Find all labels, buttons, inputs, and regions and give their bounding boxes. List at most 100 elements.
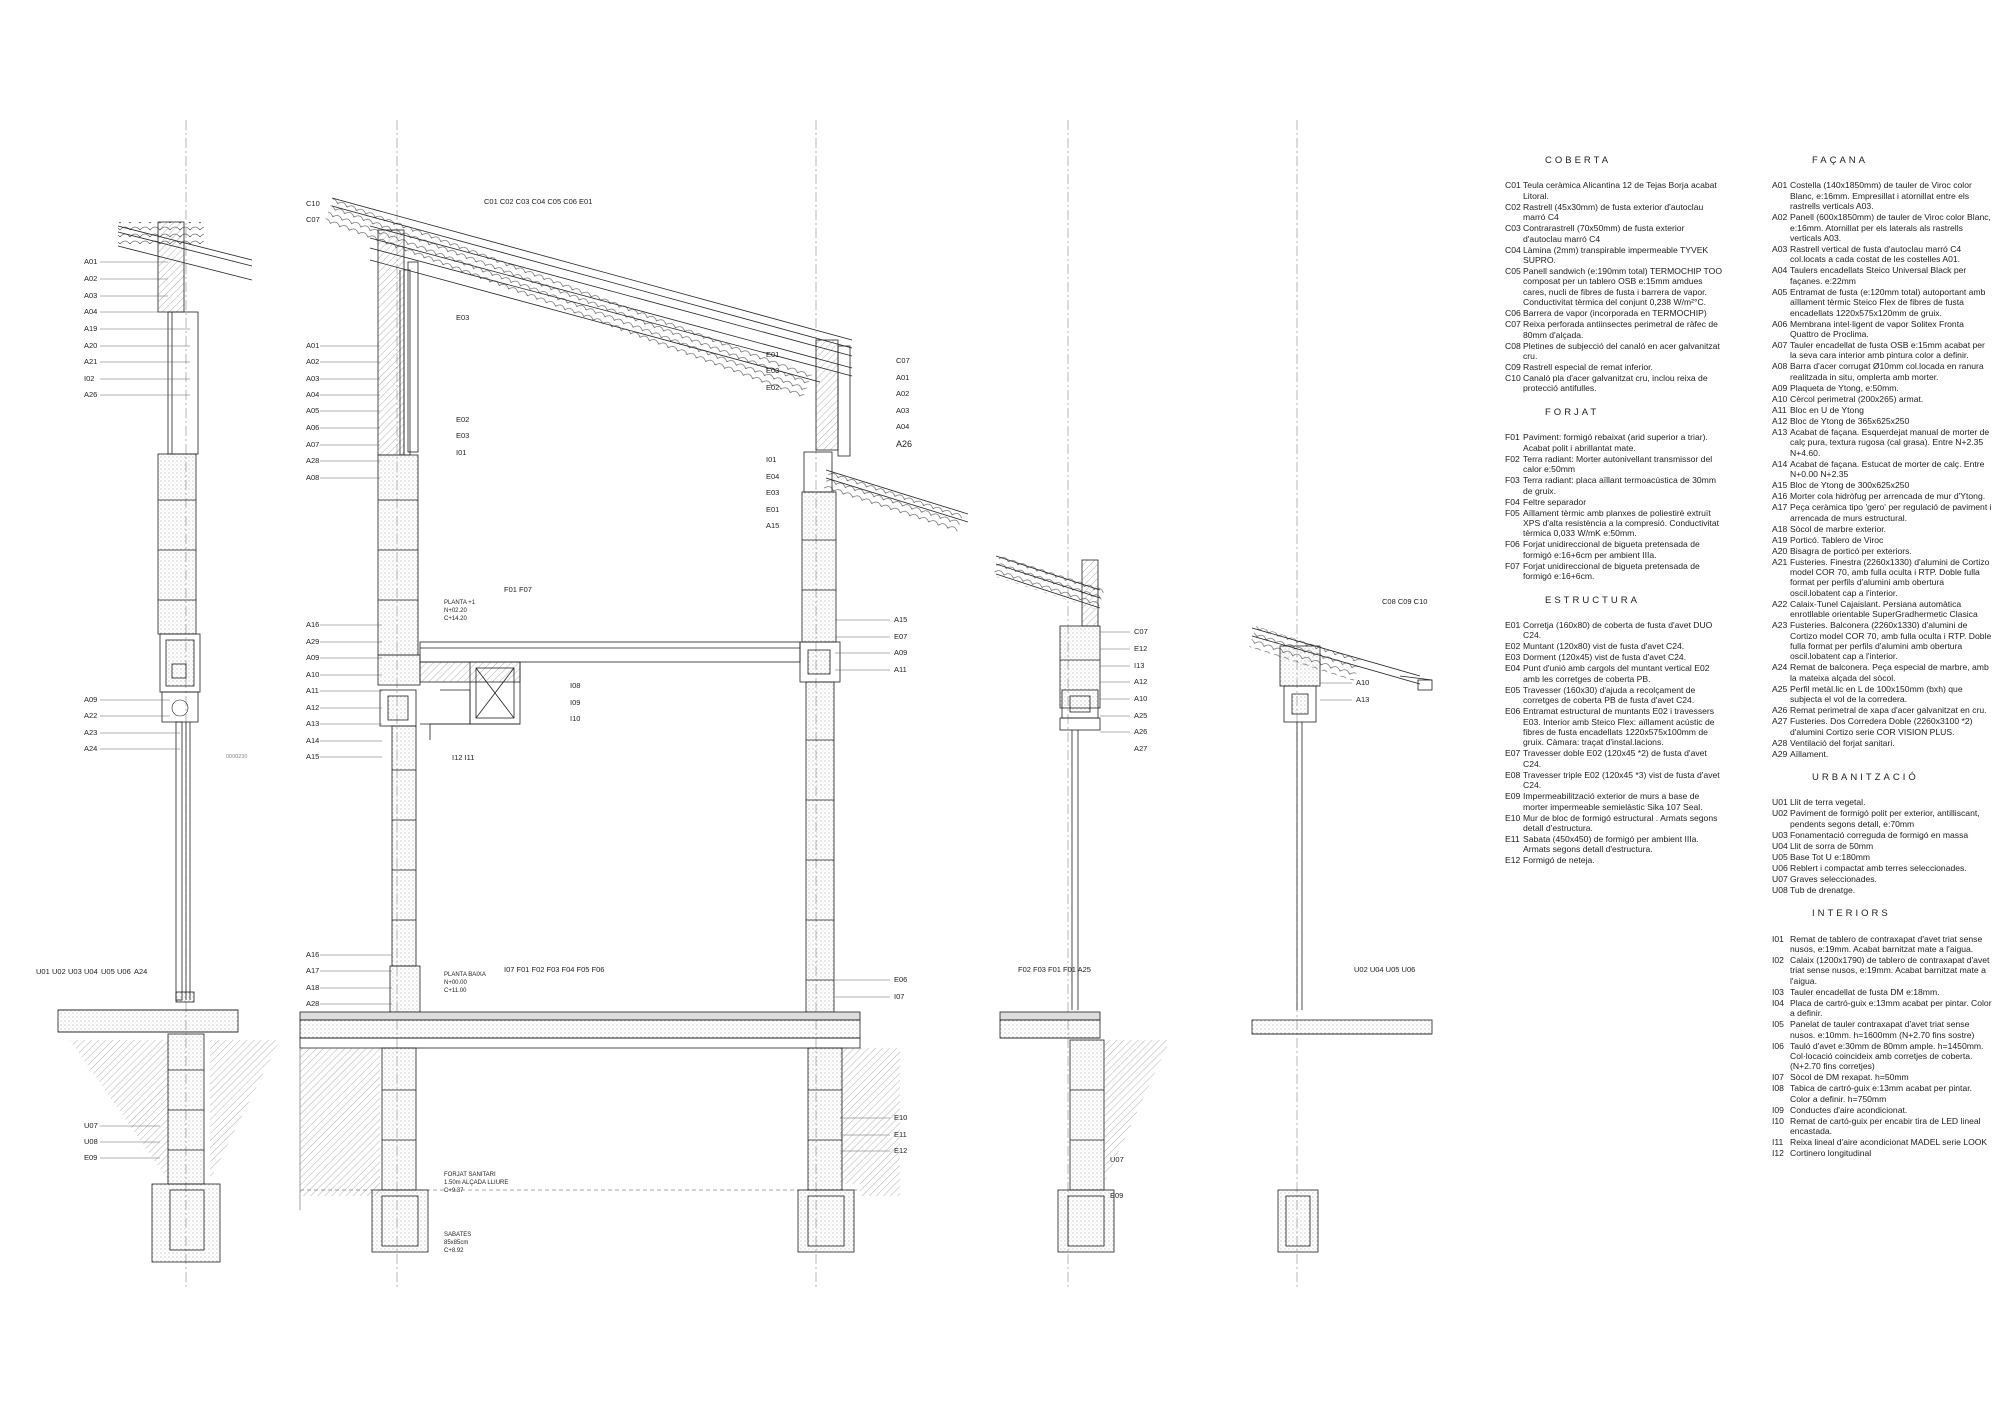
- legend-item-text: Graves seleccionades.: [1790, 873, 1877, 884]
- s2-rtr-3: A03: [896, 406, 909, 415]
- s1-ground-0: U01: [36, 967, 50, 976]
- legend-item-code: A13: [1772, 426, 1788, 437]
- legend-item-code: F04: [1505, 496, 1520, 507]
- legend-item-text: Pletines de subjecció del canaló en acer…: [1523, 340, 1720, 362]
- legend-item-code: C06: [1505, 308, 1521, 319]
- s1-ground-2: U03: [68, 967, 82, 976]
- s1-ground-3: U04: [84, 967, 98, 976]
- legend-item-code: A07: [1772, 340, 1788, 351]
- legend-item-code: C07: [1505, 319, 1521, 330]
- s1-label-4: A19: [84, 324, 97, 333]
- legend-item-code: U05: [1772, 851, 1788, 862]
- legend-item-code: C01: [1505, 180, 1521, 191]
- legend-item-text: Entramat de fusta (e:120mm total) autopo…: [1790, 286, 1986, 318]
- s2-left-lower-1: A29: [306, 637, 319, 646]
- legend-section-title: COBERTA: [1545, 155, 1612, 166]
- s2-roof-run: C01 C02 C03 C04 C05 C06 E01: [484, 197, 592, 206]
- legend-item-code: A14: [1772, 458, 1788, 469]
- legend-item-text: Mur de bloc de formigó estructural . Arm…: [1523, 812, 1718, 833]
- legend-section-title: FAÇANA: [1812, 155, 1869, 166]
- s2-rml-2: E03: [766, 488, 779, 497]
- legend-item-code: C04: [1505, 244, 1521, 255]
- legend-item-text: Peça ceràmica tipo 'gero' per regulació …: [1790, 502, 1992, 523]
- legend-item-text: Entramat estructural de muntants E02 i t…: [1523, 706, 1715, 748]
- s2-roof-top-1: C07: [306, 215, 320, 224]
- legend-item-code: A17: [1772, 502, 1788, 513]
- s2-ll-bottom-2: A18: [306, 983, 319, 992]
- s4-top: C08 C09 C10: [1382, 597, 1427, 606]
- s3-label-2: I13: [1134, 661, 1144, 670]
- legend-item-text: Conductes d'aire acondicionat.: [1790, 1104, 1908, 1115]
- s1-label-3: A04: [84, 307, 97, 316]
- legend-item-code: A15: [1772, 480, 1788, 491]
- legend-item-text: Teula ceràmica Alicantina 12 de Tejas Bo…: [1523, 180, 1717, 201]
- legend-item-text: Panell sandwich (e:190mm total) TERMOCHI…: [1523, 266, 1723, 308]
- s2-plantabaixa-2: C+11.00: [444, 988, 467, 994]
- legend-item-code: E12: [1505, 855, 1521, 866]
- legend-item-text: Contrarastrell (70x50mm) de fusta exteri…: [1523, 223, 1685, 244]
- leader-lines: [100, 261, 1352, 1159]
- s2-interior-2: I10: [570, 714, 580, 723]
- s2-planta1-1: N+02.20: [444, 608, 468, 614]
- s1-label-5: A20: [84, 341, 97, 350]
- s2-rtl-0: E01: [766, 350, 779, 359]
- s2-left-upper-3: A04: [306, 390, 319, 399]
- legend-item-code: E01: [1505, 619, 1521, 630]
- legend-item-text: Paviment de formigó polit per exterior, …: [1790, 808, 1980, 829]
- s2-rf-2: E12: [894, 1146, 907, 1155]
- legend-item-text: Porticó. Tablero de Viroc: [1790, 534, 1884, 545]
- legend-item-code: A29: [1772, 748, 1788, 759]
- legend-item-code: A18: [1772, 523, 1788, 534]
- legend-item-text: Aïllament tèrmic amb planxes de poliesti…: [1523, 507, 1720, 539]
- legend-item-text: Corretja (160x80) de coberta de fusta d'…: [1523, 619, 1713, 641]
- s2-floor-bottom: I07 F01 F02 F03 F04 F05 F06: [504, 965, 604, 974]
- legend-item-code: F02: [1505, 453, 1520, 464]
- legend-section-title: FORJAT: [1545, 406, 1600, 418]
- legend-item-code: A26: [1772, 705, 1788, 716]
- s1-label-8: A26: [84, 390, 97, 399]
- s2-inner-0: E03: [456, 313, 469, 322]
- legend-item-text: Dorment (120x45) vist de fusta d'avet C2…: [1523, 652, 1687, 663]
- legend-item-text: Tauló d'avet e:30mm de 80mm ample. h=145…: [1790, 1040, 1984, 1072]
- legend-item-text: Punt d'unió amb cargols del muntant vert…: [1523, 663, 1710, 684]
- legend-item-text: Tub de drenatge.: [1790, 884, 1856, 895]
- s2-left-lower-6: A13: [306, 719, 319, 728]
- legend-item-code: A16: [1772, 491, 1788, 502]
- s2-rml-1: E04: [766, 472, 779, 481]
- legend-item-code: I07: [1772, 1072, 1784, 1083]
- s1-mid-0: A09: [84, 695, 97, 704]
- legend-item-text: Rastrell especial de remat inferior.: [1523, 362, 1653, 373]
- legend-item-code: I01: [1772, 933, 1784, 944]
- legend-item-code: I11: [1772, 1137, 1784, 1148]
- s2-rtr-4: A04: [896, 422, 909, 431]
- s2-left-lower-2: A09: [306, 653, 319, 662]
- legend-item-text: Terra radiant: Morter autonivellant tran…: [1523, 453, 1713, 475]
- legend-item-code: E07: [1505, 748, 1521, 759]
- section-2: [299, 196, 969, 1253]
- legend-item-code: A01: [1772, 180, 1788, 191]
- legend-item-code: F05: [1505, 507, 1520, 518]
- s2-left-lower-0: A16: [306, 620, 319, 629]
